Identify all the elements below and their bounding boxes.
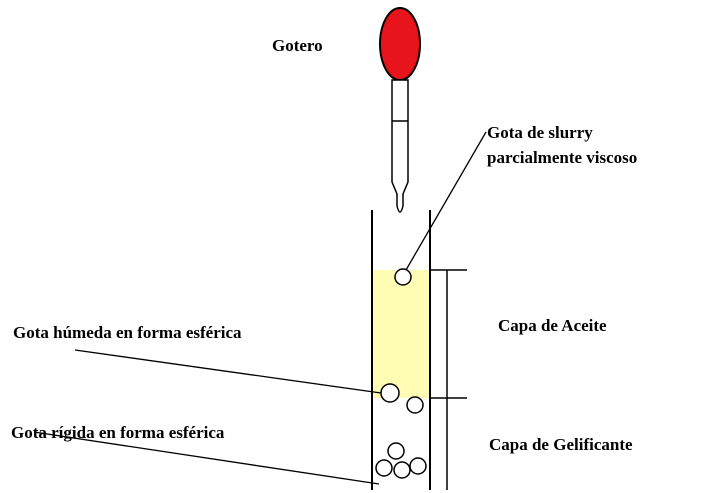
dropper-tube xyxy=(391,79,409,213)
gelling-layer-label: Capa de Gelificante xyxy=(489,435,633,454)
wet-drop xyxy=(380,383,400,403)
dropper-bulb xyxy=(379,7,421,81)
rigid-drop xyxy=(409,457,427,475)
slurry-drop-label-line1: Gota de slurry xyxy=(487,123,593,142)
wet-drop-label: Gota húmeda en forma esférica xyxy=(13,323,242,342)
drops xyxy=(375,268,427,479)
slurry-drop-leader-line xyxy=(405,131,487,271)
rigid-drop xyxy=(387,442,405,460)
leader-lines xyxy=(33,131,487,485)
dropper xyxy=(379,7,421,213)
oil-layer-label: Capa de Aceite xyxy=(498,316,607,335)
rigid-drop-leader-line xyxy=(33,431,380,485)
rigid-drop xyxy=(393,461,411,479)
layer-bracket xyxy=(430,269,467,490)
test-tube xyxy=(371,210,431,490)
slurry-drop xyxy=(394,268,412,286)
rigid-drop xyxy=(406,396,424,414)
rigid-drop-label: Gota rígida en forma esférica xyxy=(11,423,225,442)
wet-drop-leader-line xyxy=(74,349,382,394)
oil-layer xyxy=(373,270,429,398)
rigid-drop xyxy=(375,459,393,477)
dropper-label: Gotero xyxy=(272,36,323,55)
slurry-drop-label-line2: parcialmente viscoso xyxy=(487,148,637,167)
